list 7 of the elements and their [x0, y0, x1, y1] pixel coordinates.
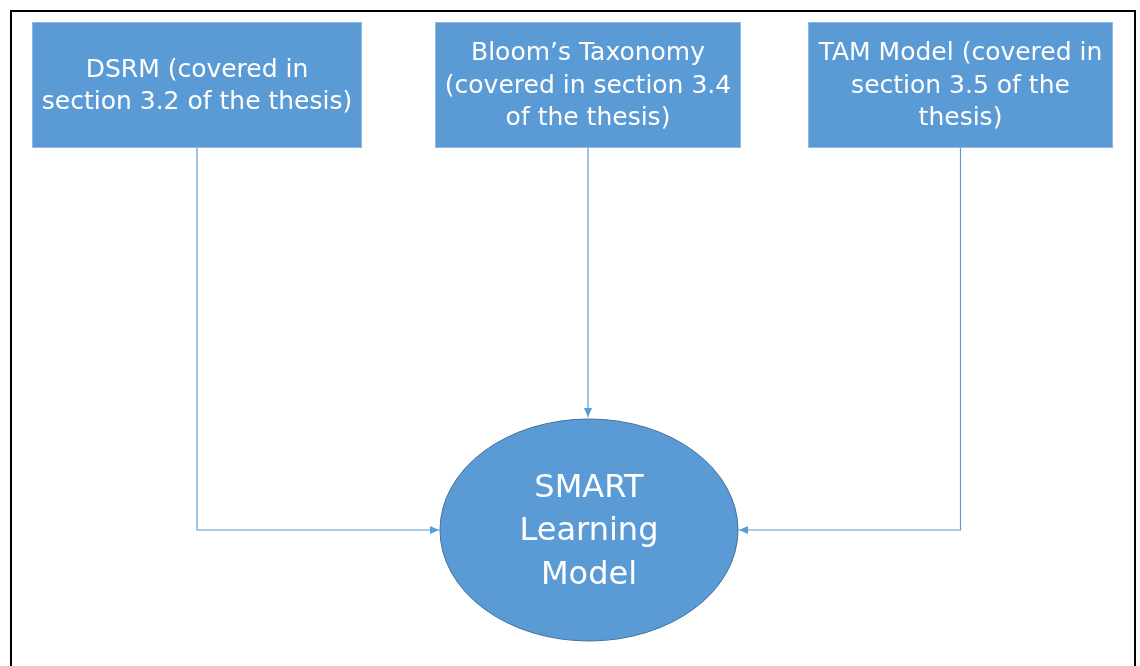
connector-arrow	[584, 147, 592, 418]
framework-box: DSRM (covered in section 3.2 of the thesis)	[32, 22, 362, 148]
framework-box: TAM Model (covered in section 3.5 of the thesis)	[808, 22, 1113, 148]
connector-arrow	[196, 147, 440, 534]
framework-box: Bloom’s Taxonomy (covered in section 3.4 of the thesis)	[435, 22, 741, 148]
node-text: SMART Learning Model	[518, 466, 660, 594]
connector-arrow	[738, 147, 962, 534]
